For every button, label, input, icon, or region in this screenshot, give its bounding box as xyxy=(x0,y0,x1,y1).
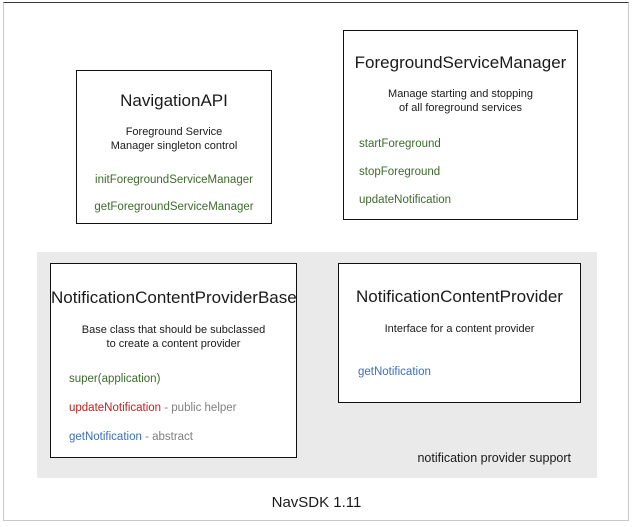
class-member-name: startForeground xyxy=(359,138,441,151)
class-member[interactable]: getNotification - abstract xyxy=(69,431,193,445)
class-member-name: getNotification xyxy=(358,366,431,379)
class-member[interactable]: stopForeground xyxy=(359,166,440,180)
class-title-notification-content-provider: NotificationContentProvider xyxy=(356,287,563,306)
class-title-notification-content-provider-base: NotificationContentProviderBase xyxy=(51,288,297,307)
class-description-foreground-service-manager: Manage starting and stopping of all fore… xyxy=(344,87,577,117)
notification-provider-support-label: notification provider support xyxy=(417,451,571,465)
class-box-navigation-api[interactable]: NavigationAPI Foreground Service Manager… xyxy=(76,70,272,224)
class-description-notification-content-provider: Interface for a content provider xyxy=(339,322,580,337)
class-member-name: updateNotification xyxy=(359,193,452,206)
class-member-note: - public helper xyxy=(161,402,237,415)
class-member[interactable]: getNotification xyxy=(358,366,431,380)
class-member[interactable]: startForeground xyxy=(359,138,441,152)
class-member-name: super(application) xyxy=(69,373,161,386)
class-description-notification-content-provider-base: Base class that should be subclassed to … xyxy=(51,323,296,353)
class-member[interactable]: updateNotification - public helper xyxy=(69,402,237,416)
class-description-line-1: Foreground Service xyxy=(125,125,223,138)
class-description-line-2: to create a content provider xyxy=(106,338,241,351)
class-member-name: updateNotification xyxy=(69,402,162,415)
class-description-line-1: Interface for a content provider xyxy=(384,322,535,335)
class-member-name: getForegroundServiceManager xyxy=(94,201,254,214)
class-member[interactable]: getForegroundServiceManager xyxy=(94,201,253,215)
class-member-name: initForegroundServiceManager xyxy=(95,174,253,187)
class-title-foreground-service-manager: ForegroundServiceManager xyxy=(354,53,567,72)
class-description-line-2: of all foreground services xyxy=(399,102,522,115)
class-box-notification-content-provider[interactable]: NotificationContentProvider Interface fo… xyxy=(338,263,581,403)
member-list-navigation-api: initForegroundServiceManager getForegroun… xyxy=(77,174,271,215)
class-member[interactable]: updateNotification xyxy=(359,194,451,208)
class-member[interactable]: initForegroundServiceManager xyxy=(95,174,253,188)
class-description-navigation-api: Foreground Service Manager singleton con… xyxy=(77,125,271,155)
member-list-notification-content-provider-base: super(application) updateNotification - p… xyxy=(51,373,296,444)
class-title-navigation-api: NavigationAPI xyxy=(120,91,228,110)
member-list-notification-content-provider: getNotification xyxy=(339,366,580,380)
class-description-line-2: Manager singleton control xyxy=(110,140,238,153)
class-member-note: - abstract xyxy=(141,430,194,443)
class-member[interactable]: super(application) xyxy=(69,373,160,387)
diagram-caption: NavSDK 1.11 xyxy=(271,494,362,511)
member-list-foreground-service-manager: startForeground stopForeground updateNotif… xyxy=(344,138,577,207)
class-box-notification-content-provider-base[interactable]: NotificationContentProviderBase Base cla… xyxy=(50,263,297,458)
class-description-line-1: Manage starting and stopping xyxy=(388,87,533,100)
class-member-name: getNotification xyxy=(69,430,142,443)
class-description-line-1: Base class that should be subclassed xyxy=(81,323,266,336)
class-box-foreground-service-manager[interactable]: ForegroundServiceManager Manage starting… xyxy=(343,30,578,220)
class-member-name: stopForeground xyxy=(359,166,441,179)
